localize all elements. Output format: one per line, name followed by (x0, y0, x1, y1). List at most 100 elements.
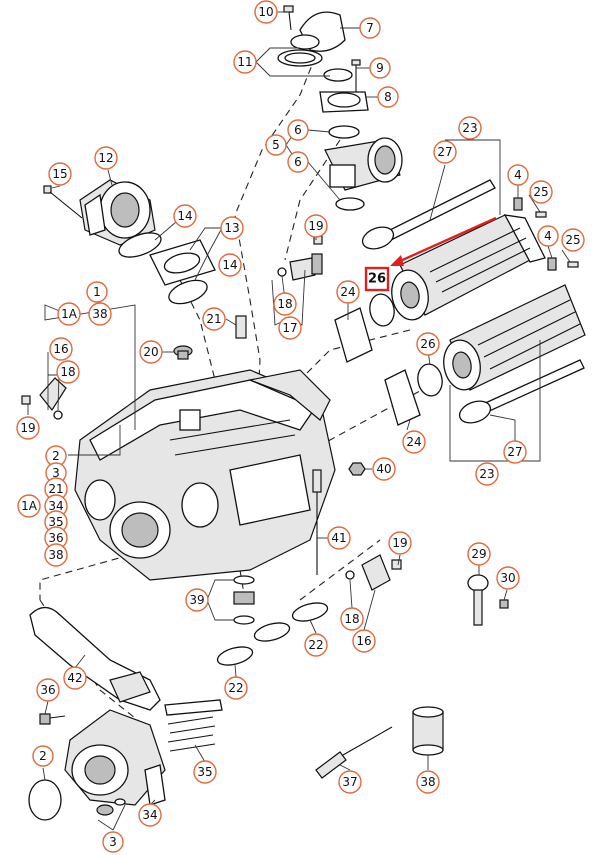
callout-22: 22 (224, 676, 248, 700)
callout-4: 4 (507, 164, 529, 186)
callout-29: 29 (467, 542, 491, 566)
part-40-nut (348, 462, 366, 476)
callout-7: 7 (359, 17, 381, 39)
callout-23: 23 (475, 462, 499, 486)
callout-42: 42 (63, 666, 87, 690)
callout-9: 9 (369, 57, 391, 79)
callout-15: 15 (48, 162, 72, 186)
callout-label: 14 (177, 209, 192, 223)
callout-8: 8 (377, 86, 399, 108)
callout-34: 34 (138, 803, 162, 827)
callout-label: 11 (237, 55, 252, 69)
callout-label: 6 (294, 123, 302, 137)
callout-18: 18 (273, 292, 297, 316)
callout-label: 17 (282, 321, 297, 335)
callout-17: 17 (278, 316, 302, 340)
callout-1a: 1A (17, 494, 41, 518)
callout-6: 6 (287, 119, 309, 141)
callout-16: 16 (49, 337, 73, 361)
callout-41: 41 (327, 526, 351, 550)
callout-label: 16 (53, 342, 68, 356)
callout-label: 19 (308, 219, 323, 233)
callout-27: 27 (503, 440, 527, 464)
callout-38: 38 (88, 302, 112, 326)
callout-label: 12 (98, 151, 113, 165)
callout-18: 18 (56, 360, 80, 384)
callout-label: 25 (565, 233, 580, 247)
callout-24: 24 (402, 430, 426, 454)
part-13-flange-adapter (149, 239, 216, 286)
callout-25: 25 (529, 180, 553, 204)
part-9-screw (351, 59, 361, 92)
callout-26: 26 (416, 332, 440, 356)
callout-35: 35 (44, 510, 68, 534)
callout-2: 2 (32, 745, 54, 767)
part-26-upper-seal (369, 293, 395, 327)
leader-lines (27, 11, 571, 831)
part-26-lower-seal (417, 363, 443, 397)
part-39-fitting (233, 575, 255, 625)
callout-label: 30 (500, 571, 515, 585)
callout-14: 14 (218, 253, 242, 277)
callout-label: 37 (342, 775, 357, 789)
callout-label: 22 (228, 681, 243, 695)
callout-label: 14 (222, 258, 237, 272)
callout-label: 38 (420, 775, 435, 789)
callout-label: 5 (272, 138, 280, 152)
callout-13: 13 (220, 216, 244, 240)
callout-36: 36 (44, 526, 68, 550)
callout-6: 6 (287, 151, 309, 173)
callout-label: 18 (277, 297, 292, 311)
callout-4: 4 (537, 225, 559, 247)
callout-20: 20 (139, 340, 163, 364)
callout-label: 4 (544, 229, 552, 243)
callout-38: 38 (44, 543, 68, 567)
part-23-lower-cooler (443, 284, 586, 391)
part-15-long-bolt (43, 185, 83, 219)
part-23-upper-cooler (391, 214, 546, 321)
callout-label: 7 (366, 21, 374, 35)
callout-label: 39 (189, 593, 204, 607)
highlight-arrow (390, 216, 497, 266)
part-27-lower-rod (458, 359, 585, 424)
callout-label: 40 (376, 462, 391, 476)
callout-label: 27 (437, 145, 452, 159)
callout-label: 1A (61, 307, 78, 321)
callout-label: 1 (93, 285, 101, 299)
part-17-sensor-upper (277, 235, 323, 281)
callout-1: 1 (86, 281, 108, 303)
callout-30: 30 (496, 566, 520, 590)
callout-label: 13 (224, 221, 239, 235)
callout-label: 25 (533, 185, 548, 199)
callout-label: 38 (92, 307, 107, 321)
callout-label: 3 (52, 466, 60, 480)
callout-label: 35 (197, 765, 212, 779)
callout-5: 5 (265, 134, 287, 156)
part-11-gaskets (277, 49, 353, 82)
part-3-plug (96, 798, 126, 816)
callout-12: 12 (94, 146, 118, 170)
callout-24: 24 (336, 280, 360, 304)
callout-38: 38 (416, 770, 440, 794)
callout-label: 15 (52, 167, 67, 181)
callout-label: 18 (344, 612, 359, 626)
callout-14: 14 (173, 204, 197, 228)
callout-27: 27 (433, 140, 457, 164)
callout-label: 34 (142, 808, 157, 822)
callout-19: 19 (16, 416, 40, 440)
part-38-sleeve-tool (412, 706, 444, 756)
part-2-cap (28, 779, 62, 821)
callout-label: 19 (20, 421, 35, 435)
callout-label: 9 (376, 61, 384, 75)
part-14-orings (118, 232, 208, 305)
callout-label: 23 (479, 467, 494, 481)
callout-label: 18 (60, 365, 75, 379)
part-16-sensor-left (21, 377, 67, 420)
callout-label: 26 (368, 272, 386, 287)
callout-label: 41 (331, 531, 346, 545)
part-29-bracket (467, 574, 489, 626)
callout-19: 19 (388, 531, 412, 555)
part-7-intake-connector (290, 11, 346, 52)
